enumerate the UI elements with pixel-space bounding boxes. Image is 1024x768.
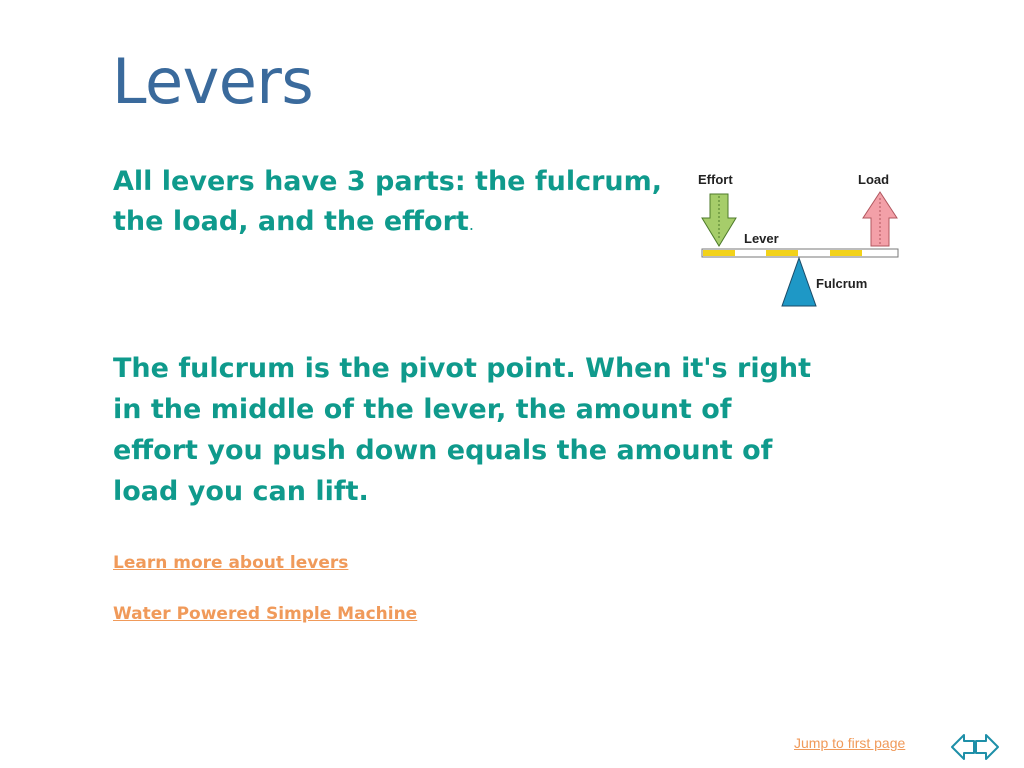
body-text: The fulcrum is the pivot point. When it'…	[113, 353, 812, 507]
jump-to-first-page-link[interactable]: Jump to first page	[794, 735, 906, 751]
left-arrow-icon[interactable]	[951, 734, 975, 760]
load-label: Load	[858, 172, 889, 187]
lever-diagram: Effort Load Lever Fulcrum	[698, 172, 899, 307]
fulcrum-triangle-icon	[781, 256, 817, 307]
effort-label: Effort	[698, 172, 733, 187]
intro-text: All levers have 3 parts: the fulcrum, th…	[113, 162, 673, 245]
lever-bar	[701, 248, 899, 258]
water-machine-link[interactable]: Water Powered Simple Machine	[113, 604, 418, 624]
intro-text-main: All levers have 3 parts: the fulcrum, th…	[113, 166, 663, 237]
fulcrum-label: Fulcrum	[816, 276, 867, 291]
intro-period: .	[468, 215, 474, 234]
slide-title: Levers	[112, 45, 314, 118]
lever-label: Lever	[744, 231, 779, 246]
learn-more-link[interactable]: Learn more about levers	[113, 553, 349, 573]
right-arrow-icon[interactable]	[975, 734, 999, 760]
slide-nav	[951, 734, 999, 760]
